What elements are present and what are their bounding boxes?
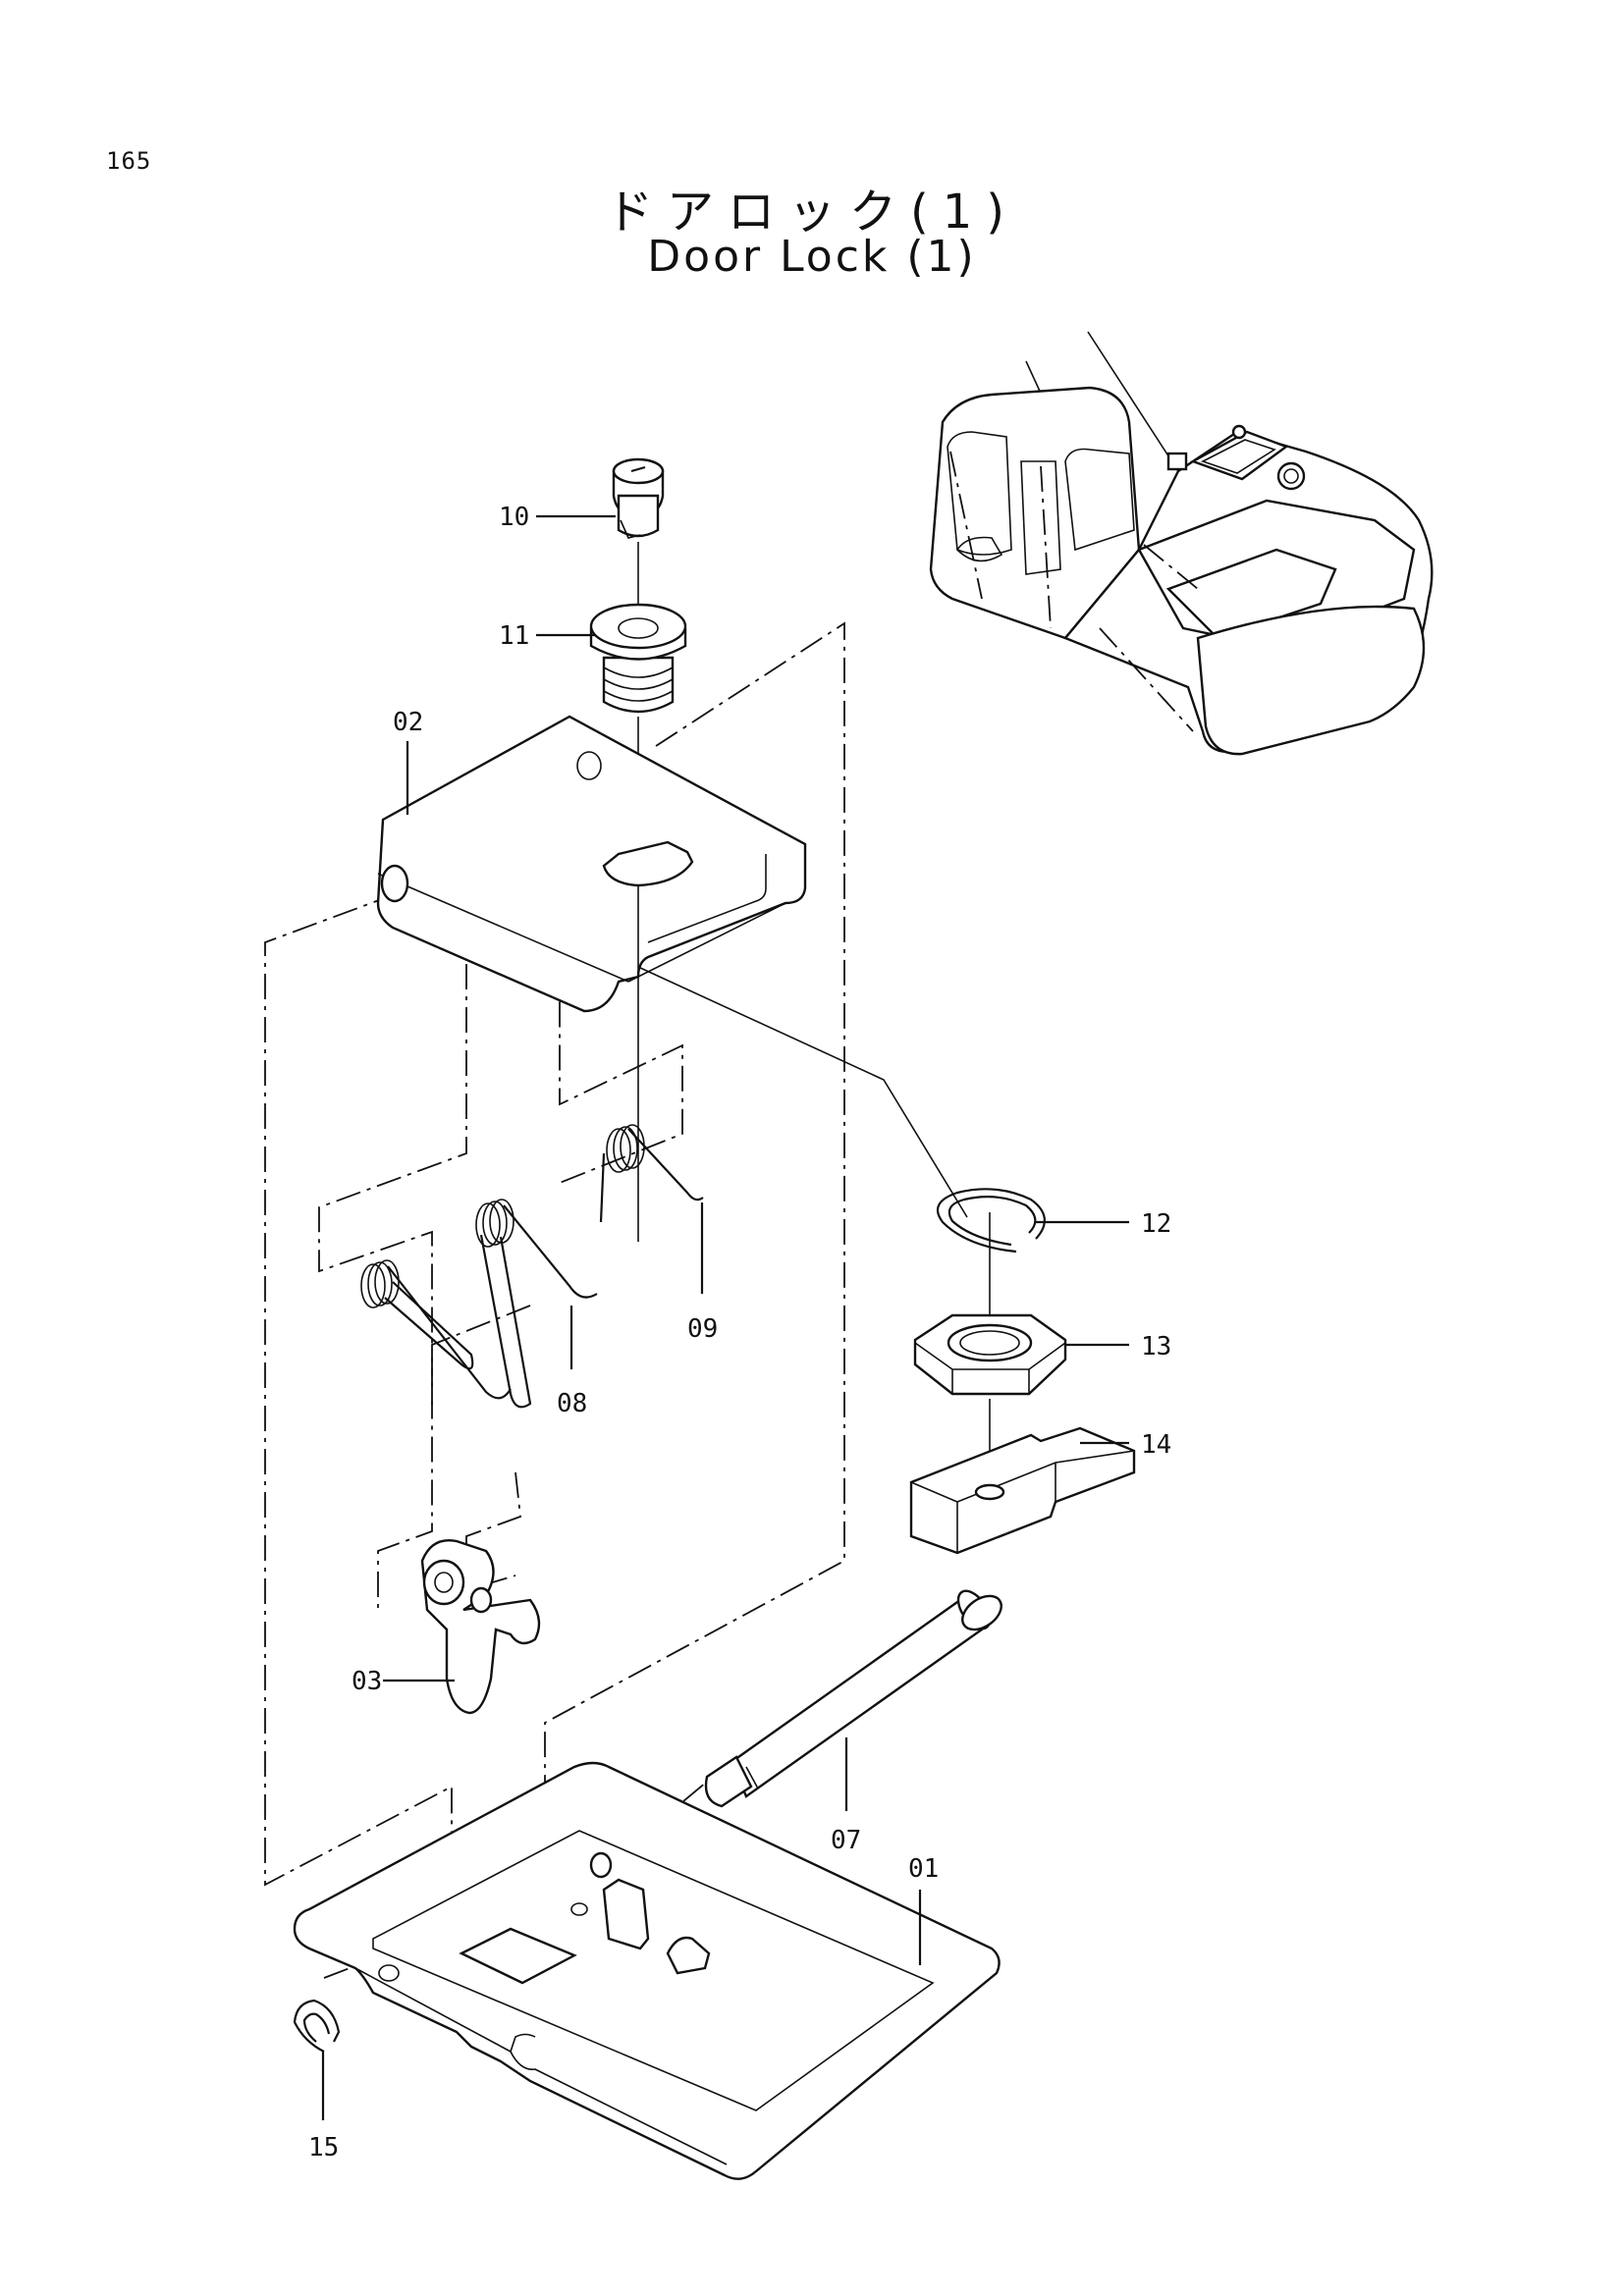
part-03-latch-cam bbox=[420, 1539, 541, 1715]
part-10-key-cylinder bbox=[612, 457, 665, 620]
page-number: 165 bbox=[106, 147, 152, 175]
callout-10: 10 bbox=[499, 503, 529, 532]
excavator-location-view bbox=[929, 331, 1434, 756]
part-07-pin bbox=[704, 1589, 1002, 1808]
callout-14: 14 bbox=[1141, 1430, 1171, 1460]
part-08-torsion-spring bbox=[475, 1199, 598, 1409]
callout-09: 09 bbox=[687, 1314, 718, 1344]
callout-13: 13 bbox=[1141, 1332, 1171, 1362]
callout-08: 08 bbox=[557, 1389, 587, 1418]
diagram-title-english: Door Lock (1) bbox=[647, 232, 977, 282]
part-09-torsion-spring bbox=[599, 1124, 704, 1223]
part-14-plate bbox=[909, 1426, 1136, 1555]
callout-15: 15 bbox=[308, 2133, 339, 2163]
part-04-torsion-spring-unlabeled bbox=[360, 1259, 512, 1400]
callout-03: 03 bbox=[352, 1667, 382, 1696]
part-12-snap-ring bbox=[936, 1188, 1046, 1315]
callout-12: 12 bbox=[1141, 1209, 1171, 1239]
diagram-title-japanese: ドアロック(1) bbox=[606, 185, 1018, 240]
leader-lines bbox=[321, 514, 1129, 2120]
part-11-threaded-bushing bbox=[589, 603, 687, 844]
callout-11: 11 bbox=[499, 621, 529, 651]
callout-labels: 10 11 02 12 13 14 09 08 03 07 01 15 bbox=[308, 503, 1171, 2163]
callout-07: 07 bbox=[831, 1826, 861, 1855]
callout-01: 01 bbox=[908, 1854, 939, 1884]
part-13-nut bbox=[913, 1313, 1067, 1492]
part-15-e-ring bbox=[293, 1999, 341, 2053]
part-01-base-plate bbox=[293, 1761, 1001, 2180]
part-02-bracket-plate bbox=[376, 715, 807, 1242]
callout-02: 02 bbox=[393, 708, 423, 737]
